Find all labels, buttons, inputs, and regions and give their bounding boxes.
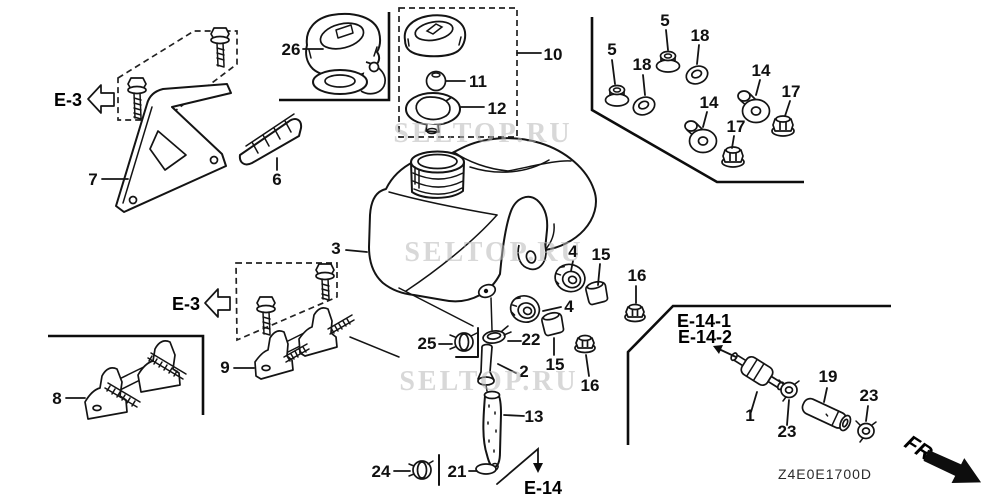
callout-3: 3 (331, 239, 340, 258)
callout-7: 7 (88, 170, 97, 189)
part-22-clamp (482, 325, 512, 344)
part-18-washer-a (632, 96, 656, 116)
callout-8: 8 (52, 389, 61, 408)
part-18-washer-b (685, 65, 709, 85)
callout-22: 22 (522, 330, 541, 349)
part-5-collar-a (604, 84, 630, 107)
part-23-clip-b (855, 420, 877, 443)
watermark-middle: SELTOP.RU (404, 237, 583, 268)
callout-14-a: 14 (752, 61, 771, 80)
callout-16-a: 16 (628, 266, 647, 285)
callout-15-a: 15 (592, 245, 611, 264)
part-9-tank-bracket (254, 307, 355, 380)
leader-lines (65, 29, 869, 485)
callout-26: 26 (282, 40, 301, 59)
part-4-grommet-a (554, 263, 586, 293)
ref-e3-top: E-3 (54, 90, 82, 110)
part-12-cap-plate (405, 92, 461, 135)
front-direction-marker: FR. (900, 431, 982, 484)
callout-1: 1 (745, 406, 754, 425)
callout-17-b: 17 (727, 117, 746, 136)
diagram-code: Z4E0E1700D (778, 466, 872, 482)
part-1-fuel-filter (730, 352, 785, 391)
callout-14-b: 14 (700, 93, 719, 112)
part-23-clip-a (778, 379, 800, 402)
mount-parts-center (509, 263, 646, 354)
ref-e14: E-14 (524, 478, 562, 498)
part-15-collar-a (585, 280, 609, 306)
part-10-cap-kit (403, 14, 467, 135)
part-16-nut-b (574, 334, 596, 354)
ref-e14-2: E-14-2 (678, 327, 732, 347)
part-13-fuel-tube (482, 390, 502, 468)
part-11-packing (425, 70, 447, 92)
part-21-tube-clamp (475, 462, 499, 475)
part-5-collar-b (655, 50, 681, 73)
dashed-boxes (117, 7, 518, 342)
callout-6: 6 (272, 170, 281, 189)
part-16-nut-a (624, 303, 646, 323)
part-17-nut-b (721, 146, 745, 168)
callout-10: 10 (544, 45, 563, 64)
part-24-clip (408, 460, 434, 480)
callout-15-b: 15 (546, 355, 565, 374)
part-26-fuel-cap (305, 13, 386, 95)
callout-24: 24 (372, 462, 391, 481)
callout-23-a: 23 (778, 422, 797, 441)
callout-2: 2 (519, 362, 528, 381)
part-25-clip (449, 332, 478, 352)
part-6-cushion (238, 113, 303, 166)
callout-13: 13 (525, 407, 544, 426)
part-15-collar-b (541, 311, 565, 337)
part-8-tank-bracket (84, 340, 187, 420)
callout-23-b: 23 (860, 386, 879, 405)
callout-5-b: 5 (660, 11, 669, 30)
ref-e14-1: E-14-1 (677, 311, 731, 331)
part-2-joint-pipe (477, 343, 495, 392)
callout-18-a: 18 (633, 55, 652, 74)
callout-5-a: 5 (607, 40, 616, 59)
flange-bolt-icons (127, 27, 335, 336)
callout-21: 21 (448, 462, 467, 481)
part-3-fuel-tank (349, 137, 597, 358)
e3-arrow-top (87, 84, 115, 114)
part-14-rubber-mount-b (684, 120, 718, 154)
callout-12: 12 (488, 99, 507, 118)
watermark-bottom: SELTOP.RU (399, 366, 578, 397)
fuel-filter-group (730, 352, 877, 443)
ref-e3-bottom: E-3 (172, 294, 200, 314)
callout-17-a: 17 (782, 82, 801, 101)
callout-labels: E-3 7 6 26 11 12 10 5 18 5 18 14 17 14 1… (52, 11, 878, 498)
callout-25: 25 (418, 334, 437, 353)
watermarks: SELTOP.RU SELTOP.RU SELTOP.RU (393, 118, 583, 397)
part-19-fuel-tube (801, 397, 852, 432)
part-4-grommet-b (509, 294, 541, 324)
fr-arrow-icon (923, 449, 982, 484)
e3-arrow-bottom (204, 288, 231, 318)
callout-4-a: 4 (568, 242, 578, 261)
callout-9: 9 (220, 358, 229, 377)
part-7-stay-bracket (115, 83, 232, 213)
fuel-line-parts (408, 325, 512, 480)
callout-19: 19 (819, 367, 838, 386)
fastener-icons-top-right (604, 50, 795, 168)
callout-11: 11 (469, 72, 487, 91)
part-17-nut-a (771, 115, 795, 137)
part-14-rubber-mount-a (737, 90, 771, 124)
watermark-top: SELTOP.RU (393, 118, 572, 149)
callout-4-b: 4 (564, 297, 574, 316)
callout-16-b: 16 (581, 376, 600, 395)
region-boundaries (48, 12, 891, 486)
callout-18-b: 18 (691, 26, 710, 45)
